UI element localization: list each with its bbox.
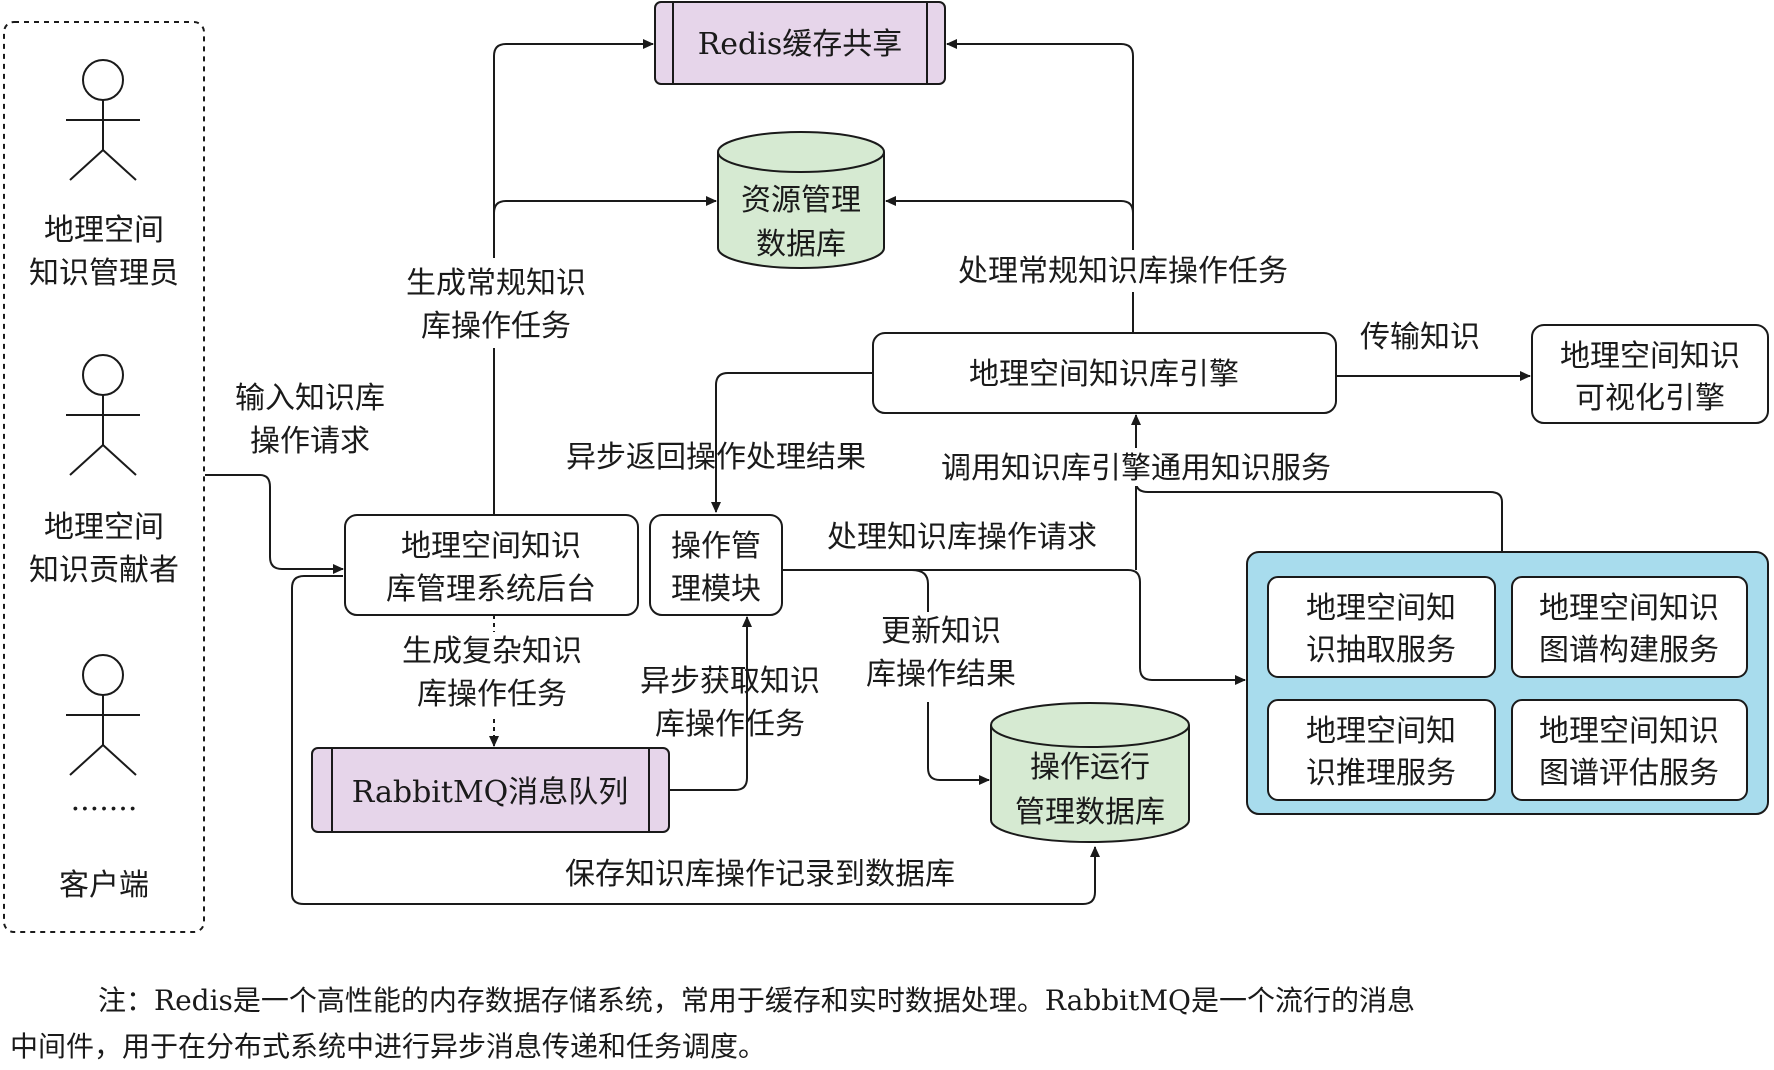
svg-text:RabbitMQ消息队列: RabbitMQ消息队列 xyxy=(352,775,629,810)
label-gen-complex-line2: 库操作任务 xyxy=(417,677,567,712)
svg-text:地理空间知识: 地理空间知识 xyxy=(1539,714,1719,749)
label-call-engine: 调用知识库引擎通用知识服务 xyxy=(941,451,1331,486)
edge-client-to-backend xyxy=(205,474,344,574)
redis-cache-node: Redis缓存共享 xyxy=(654,1,946,85)
svg-text:管理数据库: 管理数据库 xyxy=(1015,795,1165,830)
client-label: 客户端 xyxy=(59,868,149,903)
actor-icon xyxy=(66,654,140,776)
label-save-record: 保存知识库操作记录到数据库 xyxy=(565,857,955,892)
op-module-node: 操作管 理模块 xyxy=(649,514,783,616)
label-async-fetch-line2: 库操作任务 xyxy=(655,707,805,742)
label-update-result-line2: 库操作结果 xyxy=(866,657,1016,692)
edge-backend-to-redis xyxy=(493,39,654,515)
service-extraction: 地理空间知 识抽取服务 xyxy=(1267,576,1496,678)
actor-label-contributor-line2: 知识贡献者 xyxy=(29,553,179,588)
svg-text:资源管理: 资源管理 xyxy=(741,183,861,218)
edge-engine-to-redis xyxy=(946,39,1134,333)
svg-text:数据库: 数据库 xyxy=(756,227,846,262)
svg-text:地理空间知: 地理空间知 xyxy=(1306,714,1456,749)
edge-services-to-engine xyxy=(1135,481,1503,552)
client-panel xyxy=(3,21,205,933)
edge-op-module-to-ops-db xyxy=(911,569,990,785)
actor-ellipsis: ....... xyxy=(71,783,138,818)
architecture-diagram: 地理空间 知识管理员 地理空间 知识贡献者 ....... 客户端 Redis缓… xyxy=(3,1,1769,933)
label-gen-regular-line1: 生成常规知识 xyxy=(406,266,586,301)
rabbitmq-node: RabbitMQ消息队列 xyxy=(311,747,670,833)
edge-backend-to-resource-db xyxy=(493,196,717,214)
footnote: 注：Redis是一个高性能的内存数据存储系统，常用于缓存和实时数据处理。Rabb… xyxy=(10,978,1650,1070)
label-proc-regular: 处理常规知识库操作任务 xyxy=(958,254,1288,289)
svg-text:可视化引擎: 可视化引擎 xyxy=(1575,381,1725,416)
svg-text:地理空间知: 地理空间知 xyxy=(1306,591,1456,626)
svg-text:Redis缓存共享: Redis缓存共享 xyxy=(698,27,903,62)
service-reasoning: 地理空间知 识推理服务 xyxy=(1267,699,1496,801)
svg-text:地理空间知识: 地理空间知识 xyxy=(1539,591,1719,626)
backend-node: 地理空间知识 库管理系统后台 xyxy=(344,514,639,616)
svg-text:识抽取服务: 识抽取服务 xyxy=(1306,633,1456,668)
ops-db-node: 操作运行 管理数据库 xyxy=(990,702,1190,843)
label-gen-complex-line1: 生成复杂知识 xyxy=(402,634,582,669)
viz-engine-node: 地理空间知识 可视化引擎 xyxy=(1531,324,1769,424)
svg-text:图谱构建服务: 图谱构建服务 xyxy=(1539,633,1719,668)
svg-text:操作管: 操作管 xyxy=(671,529,761,564)
label-input-request-line2: 操作请求 xyxy=(250,424,370,459)
footnote-line2: 中间件，用于在分布式系统中进行异步消息传递和任务调度。 xyxy=(10,1030,767,1063)
edge-engine-to-resource-db xyxy=(885,196,1134,214)
label-async-return: 异步返回操作处理结果 xyxy=(566,440,866,475)
label-input-request-line1: 输入知识库 xyxy=(235,381,385,416)
svg-text:图谱评估服务: 图谱评估服务 xyxy=(1539,756,1719,791)
svg-text:理模块: 理模块 xyxy=(671,572,761,607)
svg-text:识推理服务: 识推理服务 xyxy=(1306,756,1456,791)
label-proc-request: 处理知识库操作请求 xyxy=(827,520,1097,555)
svg-text:地理空间知识: 地理空间知识 xyxy=(1560,339,1740,374)
svg-text:地理空间知识库引擎: 地理空间知识库引擎 xyxy=(969,357,1239,392)
actor-label-admin-line1: 地理空间 xyxy=(44,213,164,248)
edge-backend-to-ops-db xyxy=(291,575,1100,905)
label-async-fetch-line1: 异步获取知识 xyxy=(640,664,820,699)
edge-rabbitmq-to-op-module xyxy=(669,616,752,791)
resource-db-node: 资源管理 数据库 xyxy=(717,131,885,269)
service-kg-construction: 地理空间知识 图谱构建服务 xyxy=(1511,576,1748,678)
label-gen-regular-line2: 库操作任务 xyxy=(421,309,571,344)
actor-label-contributor-line1: 地理空间 xyxy=(44,510,164,545)
actor-icon xyxy=(66,354,140,476)
edge-op-module-to-services xyxy=(782,569,1246,685)
svg-text:库管理系统后台: 库管理系统后台 xyxy=(386,572,596,607)
label-update-result-line1: 更新知识 xyxy=(881,614,1001,649)
edge-engine-to-op-module xyxy=(711,372,873,513)
label-transfer: 传输知识 xyxy=(1360,320,1480,355)
svg-text:操作运行: 操作运行 xyxy=(1030,750,1150,785)
actor-label-admin-line2: 知识管理员 xyxy=(29,256,179,291)
kb-engine-node: 地理空间知识库引擎 xyxy=(872,332,1337,414)
actor-icon xyxy=(66,59,140,181)
service-kg-evaluation: 地理空间知识 图谱评估服务 xyxy=(1511,699,1748,801)
footnote-line1: 注：Redis是一个高性能的内存数据存储系统，常用于缓存和实时数据处理。Rabb… xyxy=(98,984,1416,1017)
svg-text:地理空间知识: 地理空间知识 xyxy=(401,529,581,564)
